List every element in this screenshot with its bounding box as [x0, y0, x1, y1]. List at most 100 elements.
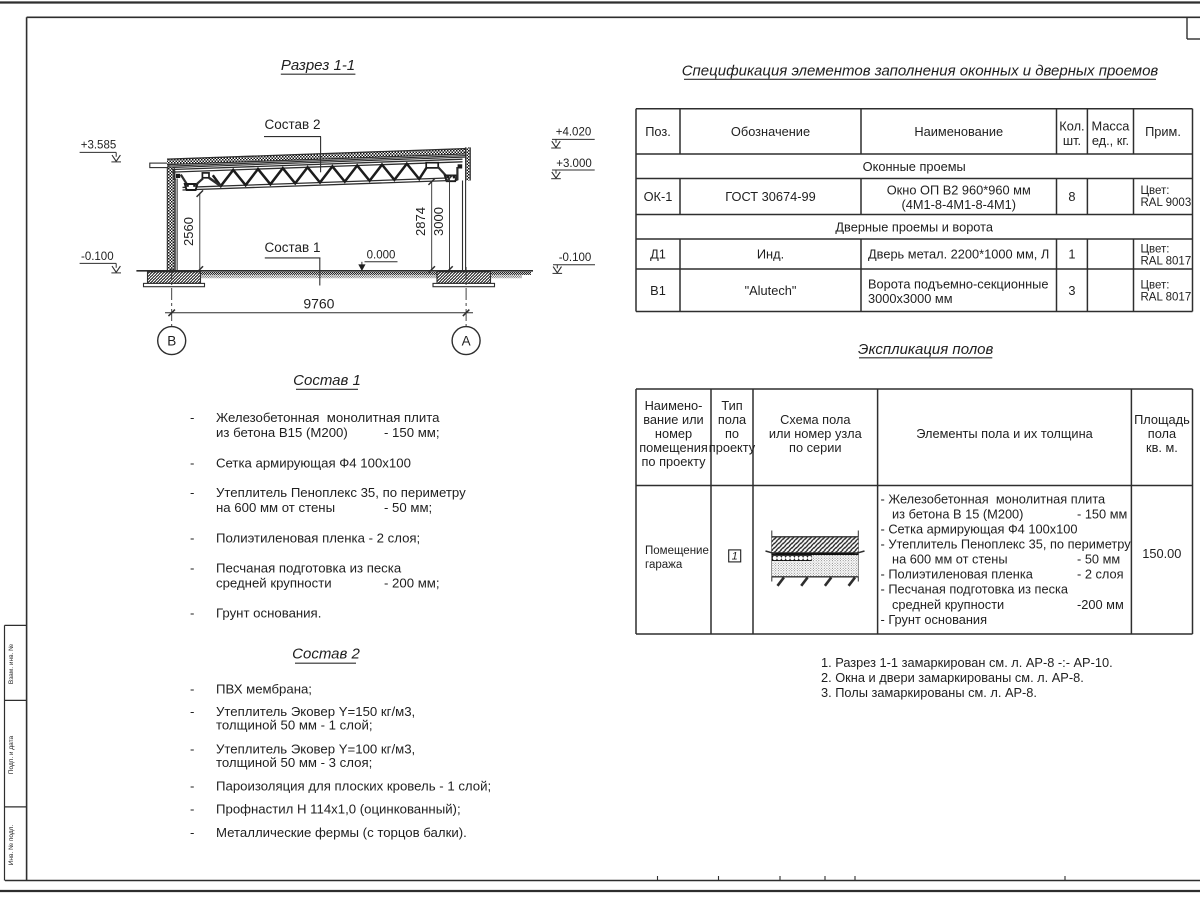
- svg-text:Помещение: Помещение: [645, 545, 709, 557]
- svg-text:пола: пола: [1148, 426, 1177, 441]
- svg-text:Дверь метал. 2200*1000 мм, Л: Дверь метал. 2200*1000 мм, Л: [868, 247, 1049, 262]
- svg-text:Сетка армирующая Ф4 100х100: Сетка армирующая Ф4 100х100: [216, 455, 411, 470]
- svg-text:В: В: [167, 334, 176, 349]
- svg-text:Масса: Масса: [1092, 119, 1131, 134]
- svg-text:Состав 1: Состав 1: [293, 372, 361, 389]
- svg-text:гаража: гаража: [645, 559, 683, 571]
- svg-text:пола: пола: [718, 412, 747, 427]
- svg-text:средней крупности: средней крупности: [216, 576, 332, 591]
- svg-text:Утеплитель Пеноплекс 35, по пе: Утеплитель Пеноплекс 35, по периметру: [216, 485, 466, 500]
- svg-text:ГОСТ 30674-99: ГОСТ 30674-99: [725, 189, 815, 204]
- svg-text:толщиной 50 мм - 3 слоя;: толщиной 50 мм - 3 слоя;: [216, 755, 372, 770]
- svg-text:Железобетонная монолитная пли: Железобетонная монолитная плита: [216, 410, 440, 425]
- svg-text:Площадь: Площадь: [1134, 412, 1190, 427]
- svg-text:Цвет:: Цвет:: [1141, 244, 1170, 256]
- svg-text:+3.585: +3.585: [81, 140, 117, 152]
- svg-text:Состав 2: Состав 2: [292, 646, 360, 663]
- svg-text:1. Разрез 1-1 замаркирован см.: 1. Разрез 1-1 замаркирован см. л. АР-8 -…: [821, 655, 1113, 670]
- svg-text:-: -: [190, 561, 194, 576]
- svg-text:ед., кг.: ед., кг.: [1092, 133, 1129, 148]
- svg-text:Прим.: Прим.: [1145, 124, 1181, 139]
- svg-text:Профнастил Н 114х1,0 (оцинкова: Профнастил Н 114х1,0 (оцинкованный);: [216, 802, 461, 817]
- svg-text:-0.100: -0.100: [81, 251, 114, 263]
- svg-text:Экспликация полов: Экспликация полов: [858, 341, 993, 358]
- svg-text:0.000: 0.000: [367, 249, 396, 261]
- svg-text:1: 1: [732, 550, 738, 562]
- svg-text:Тип: Тип: [721, 398, 742, 413]
- svg-text:-: -: [190, 606, 194, 621]
- svg-text:-: -: [190, 704, 194, 719]
- svg-text:Пароизоляция для плоских крове: Пароизоляция для плоских кровель - 1 сло…: [216, 779, 491, 794]
- svg-text:RAL 8017: RAL 8017: [1141, 291, 1192, 303]
- svg-text:-: -: [190, 455, 194, 470]
- svg-text:Схема пола: Схема пола: [780, 412, 851, 427]
- svg-text:Состав 1: Состав 1: [265, 240, 321, 255]
- svg-text:на 600 мм от стены: на 600 мм от стены: [892, 552, 1008, 567]
- svg-text:- Железобетонная монолитная п: - Железобетонная монолитная плита: [881, 491, 1107, 506]
- svg-text:кв. м.: кв. м.: [1146, 440, 1178, 455]
- svg-text:ОК-1: ОК-1: [644, 189, 673, 204]
- svg-text:из бетона В 15 (М200): из бетона В 15 (М200): [892, 506, 1023, 521]
- svg-text:Утеплитель Эковер Y=150 кг/м3,: Утеплитель Эковер Y=150 кг/м3,: [216, 704, 415, 719]
- svg-text:Наименование: Наименование: [914, 124, 1003, 139]
- svg-text:проекту: проекту: [709, 440, 756, 455]
- svg-text:-: -: [190, 742, 194, 757]
- svg-text:-200 мм: -200 мм: [1077, 597, 1124, 612]
- svg-text:3000: 3000: [431, 207, 446, 236]
- svg-text:+3.000: +3.000: [556, 158, 592, 170]
- svg-text:2560: 2560: [181, 217, 196, 246]
- svg-text:номер: номер: [655, 426, 692, 441]
- svg-text:"Alutech": "Alutech": [745, 283, 797, 298]
- svg-text:помещения: помещения: [639, 440, 708, 455]
- svg-text:- 50 мм: - 50 мм: [1077, 552, 1120, 567]
- svg-text:по: по: [725, 426, 739, 441]
- svg-text:Оконные проемы: Оконные проемы: [863, 159, 966, 174]
- svg-text:Состав 2: Состав 2: [265, 117, 321, 132]
- svg-text:3: 3: [1068, 283, 1075, 298]
- svg-text:Ворота подъемно-секционные: Ворота подъемно-секционные: [868, 277, 1048, 292]
- svg-text:- 150 мм;: - 150 мм;: [384, 425, 440, 440]
- svg-text:- 150 мм: - 150 мм: [1077, 506, 1127, 521]
- svg-text:- 50 мм;: - 50 мм;: [384, 500, 432, 515]
- svg-text:- 200 мм;: - 200 мм;: [384, 576, 440, 591]
- svg-text:- Утеплитель Пеноплекс 35, по: - Утеплитель Пеноплекс 35, по периметру: [881, 537, 1132, 552]
- svg-text:вание или: вание или: [643, 412, 703, 427]
- svg-text:-: -: [190, 485, 194, 500]
- svg-text:на 600 мм от стены: на 600 мм от стены: [216, 500, 335, 515]
- svg-text:толщиной 50 мм - 1 слой;: толщиной 50 мм - 1 слой;: [216, 718, 372, 733]
- svg-text:ПВХ мембрана;: ПВХ мембрана;: [216, 682, 312, 697]
- svg-text:-: -: [190, 779, 194, 794]
- svg-text:Металлические фермы (с торцов: Металлические фермы (с торцов балки).: [216, 825, 467, 840]
- svg-text:-: -: [190, 802, 194, 817]
- svg-text:Подп. и дата: Подп. и дата: [8, 735, 15, 774]
- svg-text:Грунт основания.: Грунт основания.: [216, 606, 321, 621]
- svg-text:Д1: Д1: [650, 247, 666, 262]
- svg-text:- Полиэтиленовая пленка: - Полиэтиленовая пленка: [881, 567, 1034, 582]
- svg-text:2874: 2874: [413, 207, 428, 236]
- svg-text:или номер узла: или номер узла: [769, 426, 863, 441]
- svg-text:150.00: 150.00: [1142, 546, 1181, 561]
- svg-text:+4.020: +4.020: [556, 127, 592, 139]
- svg-text:Утеплитель Эковер Y=100 кг/м3,: Утеплитель Эковер Y=100 кг/м3,: [216, 742, 415, 757]
- svg-text:Разрез 1-1: Разрез 1-1: [281, 57, 355, 74]
- svg-text:Спецификация элементов заполне: Спецификация элементов заполнения оконны…: [682, 62, 1159, 79]
- svg-text:средней крупности: средней крупности: [892, 597, 1004, 612]
- svg-text:Цвет:: Цвет:: [1141, 185, 1170, 197]
- svg-text:- 2 слоя: - 2 слоя: [1077, 567, 1124, 582]
- svg-text:3. Полы замаркированы см. л. А: 3. Полы замаркированы см. л. АР-8.: [821, 685, 1037, 700]
- svg-text:-: -: [190, 531, 194, 546]
- svg-text:-: -: [190, 682, 194, 697]
- svg-text:-: -: [190, 410, 194, 425]
- svg-text:Цвет:: Цвет:: [1141, 280, 1170, 292]
- svg-text:Обозначение: Обозначение: [731, 124, 810, 139]
- svg-text:8: 8: [1068, 189, 1075, 204]
- svg-text:А: А: [462, 334, 471, 349]
- svg-text:(4М1-8-4М1-8-4М1): (4М1-8-4М1-8-4М1): [902, 197, 1017, 212]
- svg-text:RAL 9003: RAL 9003: [1141, 197, 1192, 209]
- svg-text:9760: 9760: [303, 295, 334, 311]
- svg-text:Инв. № подл.: Инв. № подл.: [8, 825, 15, 866]
- svg-text:Песчаная подготовка из песка: Песчаная подготовка из песка: [216, 561, 402, 576]
- svg-text:из бетона В15 (М200): из бетона В15 (М200): [216, 425, 348, 440]
- svg-text:-: -: [190, 825, 194, 840]
- svg-text:шт.: шт.: [1063, 133, 1081, 148]
